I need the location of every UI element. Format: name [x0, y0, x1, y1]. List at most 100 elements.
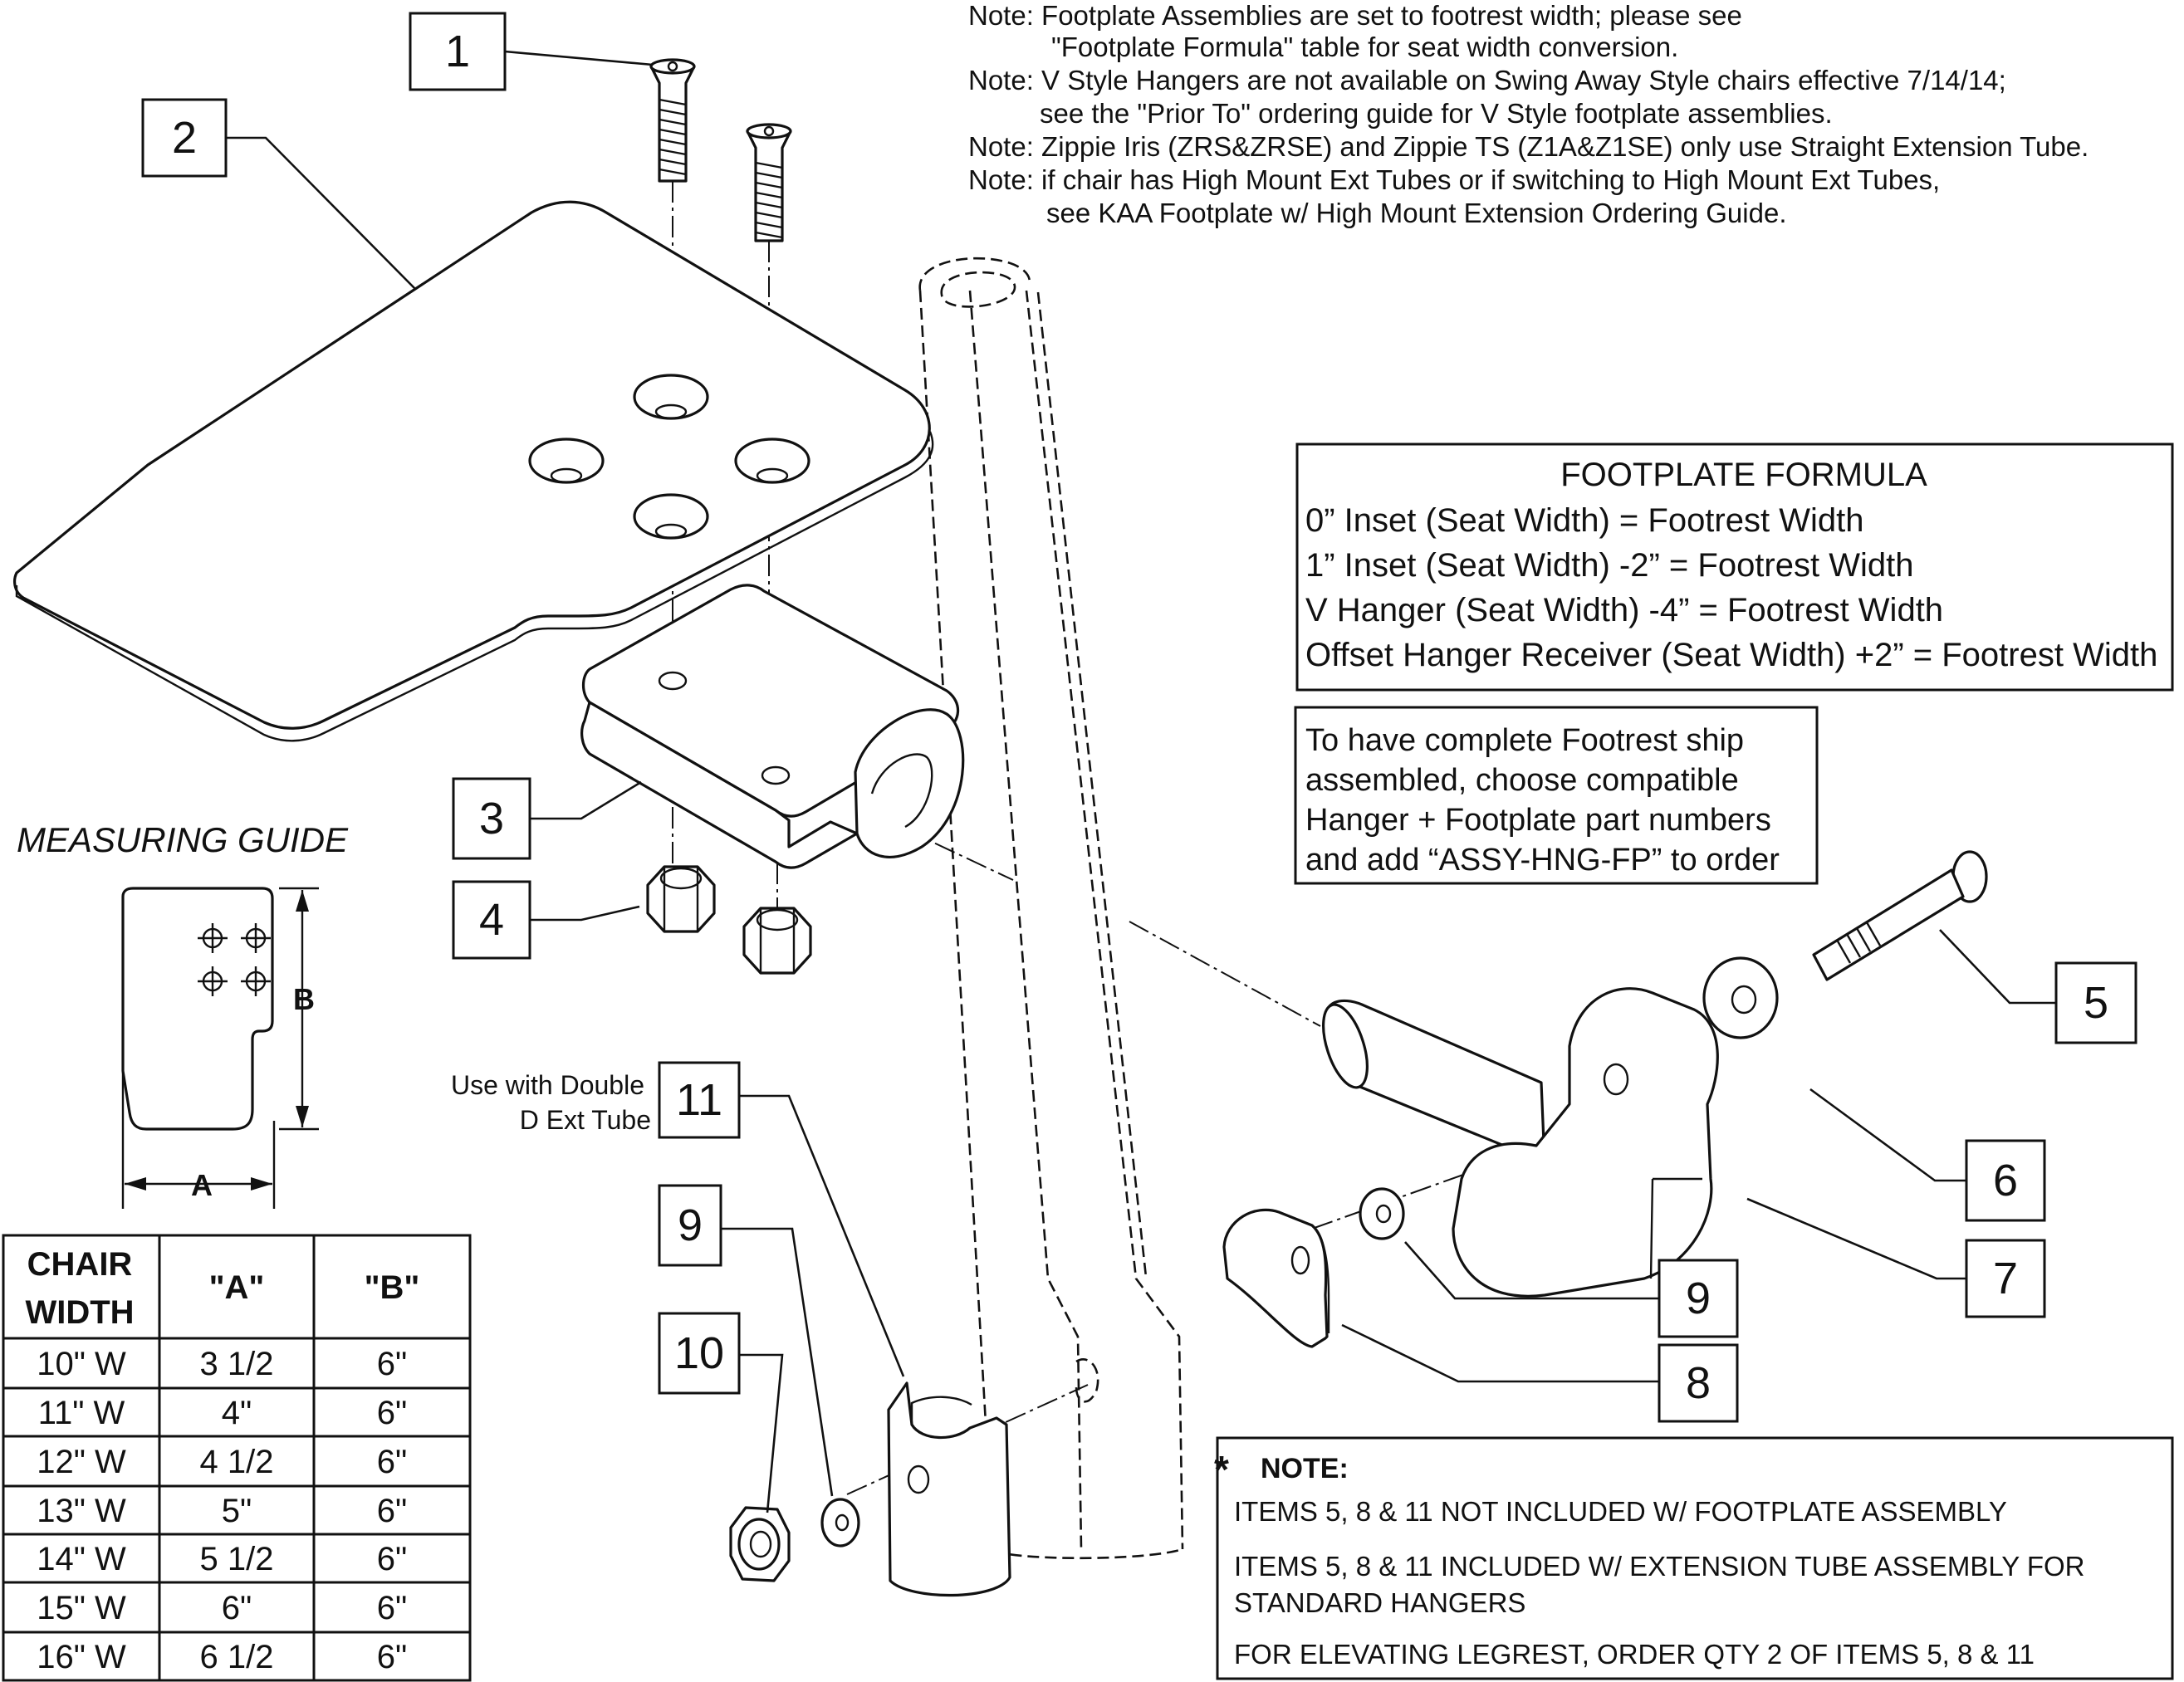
callout-9-left: 9	[658, 1184, 722, 1267]
svg-text:10: 10	[674, 1328, 724, 1378]
nut-2-part	[742, 907, 812, 975]
chair-width-table-text: CHAIR WIDTH "A" "B" 10" W 3 1/2 6" 11" W…	[25, 1246, 419, 1675]
table-cell: 11" W	[38, 1395, 125, 1431]
hole-pattern-icon	[198, 923, 271, 996]
callout-9-right: 9	[1658, 1259, 1739, 1338]
dim-a-label: A	[191, 1168, 213, 1202]
chair-width-table	[2, 1234, 472, 1682]
table-cell: 5"	[222, 1493, 252, 1529]
assembly-note-line-1: To have complete Footrest ship	[1305, 723, 1744, 758]
footplate-formula-box: FOOTPLATE FORMULA 0” Inset (Seat Width) …	[1295, 443, 2174, 692]
table-cell: 4"	[222, 1395, 252, 1431]
washer-small-1-part	[1359, 1187, 1405, 1240]
callout-4: 4	[452, 880, 531, 960]
table-cell: 16" W	[37, 1639, 126, 1675]
table-cell: 12" W	[37, 1444, 126, 1480]
note-item-line-3: STANDARD HANGERS	[1234, 1587, 1525, 1618]
top-notes: Note: Footplate Assemblies are set to fo…	[968, 0, 2089, 228]
note-line-4: see the "Prior To" ordering guide for V …	[1040, 98, 1833, 129]
assembly-note-line-3: Hanger + Footplate part numbers	[1305, 803, 1771, 838]
dim-b-label: B	[293, 982, 315, 1016]
callout-1: 1	[409, 12, 507, 91]
included-items-note-box: * NOTE: ITEMS 5, 8 & 11 NOT INCLUDED W/ …	[1214, 1436, 2174, 1680]
note-line-2: "Footplate Formula" table for seat width…	[1051, 32, 1678, 62]
formula-title: FOOTPLATE FORMULA	[1560, 457, 1927, 493]
svg-text:2: 2	[172, 113, 197, 163]
table-cell: 6"	[377, 1639, 407, 1675]
assembly-note-box: To have complete Footrest ship assembled…	[1294, 706, 1819, 885]
note-line-5: Note: Zippie Iris (ZRS&ZRSE) and Zippie …	[968, 131, 2089, 162]
formula-line-1: 0” Inset (Seat Width) = Footrest Width	[1305, 502, 1863, 539]
table-header-a: "A"	[209, 1269, 265, 1306]
measuring-guide: MEASURING GUIDE B A	[17, 820, 349, 1209]
table-cell: 5 1/2	[200, 1541, 274, 1577]
clamp-part	[580, 584, 965, 869]
svg-text:8: 8	[1686, 1358, 1711, 1408]
note-item-line-2: ITEMS 5, 8 & 11 INCLUDED W/ EXTENSION TU…	[1234, 1551, 2084, 1582]
svg-text:7: 7	[1993, 1254, 2018, 1303]
leader-lines	[226, 50, 2056, 1513]
table-cell: 6"	[377, 1541, 407, 1577]
table-header-chair: CHAIR	[27, 1246, 133, 1283]
footplate-part	[13, 200, 934, 742]
measuring-guide-title: MEASURING GUIDE	[17, 820, 349, 859]
callout-2: 2	[141, 98, 228, 178]
nut-1-part	[646, 865, 716, 933]
svg-text:1: 1	[445, 27, 470, 76]
table-cell: 6"	[377, 1444, 407, 1480]
callout-10: 10	[658, 1312, 741, 1395]
table-cell: 14" W	[37, 1541, 126, 1577]
table-cell: 6"	[377, 1493, 407, 1529]
note-line-7: see KAA Footplate w/ High Mount Extensio…	[1046, 198, 1786, 228]
assembly-note-line-4: and add “ASSY-HNG-FP” to order	[1305, 843, 1780, 878]
bolt-part	[1812, 850, 1988, 981]
double-d-label-line-2: D Ext Tube	[520, 1105, 651, 1135]
callout-3: 3	[452, 777, 531, 860]
callout-5: 5	[2054, 961, 2137, 1044]
double-d-clip-part	[887, 1381, 1011, 1597]
table-cell: 4 1/2	[200, 1444, 274, 1480]
note-line-1: Note: Footplate Assemblies are set to fo…	[968, 0, 1742, 31]
formula-line-3: V Hanger (Seat Width) -4” = Footrest Wid…	[1305, 592, 1943, 628]
callout-8: 8	[1658, 1343, 1739, 1423]
svg-text:6: 6	[1993, 1156, 2018, 1205]
table-cell: 6 1/2	[200, 1639, 274, 1675]
extension-tube	[918, 257, 1184, 1560]
table-cell: 3 1/2	[200, 1346, 274, 1382]
table-cell: 6"	[377, 1590, 407, 1626]
table-cell: 6"	[222, 1590, 252, 1626]
table-cell: 6"	[377, 1395, 407, 1431]
screw-2-part	[746, 123, 792, 242]
svg-text:9: 9	[1686, 1274, 1711, 1323]
table-cell: 10" W	[37, 1346, 126, 1382]
note-item-line-4: FOR ELEVATING LEGREST, ORDER QTY 2 OF IT…	[1234, 1639, 2035, 1670]
svg-text:11: 11	[676, 1075, 722, 1125]
lock-nut-part	[729, 1506, 791, 1582]
callout-7: 7	[1965, 1239, 2046, 1318]
assembly-note-line-2: assembled, choose compatible	[1305, 763, 1739, 798]
washer-large-part	[1702, 956, 1779, 1039]
note-line-3: Note: V Style Hangers are not available …	[968, 65, 2006, 95]
hanger-part	[1222, 1208, 1330, 1348]
table-cell: 15" W	[37, 1590, 126, 1626]
double-d-label-line-1: Use with Double	[451, 1070, 644, 1100]
svg-text:9: 9	[678, 1200, 703, 1250]
svg-text:5: 5	[2084, 978, 2108, 1028]
hanger-receiver-part	[1322, 987, 1719, 1298]
callout-11: 11	[658, 1061, 741, 1139]
table-header-b: "B"	[365, 1269, 420, 1306]
screw-1-part	[649, 58, 696, 183]
note-line-6: Note: if chair has High Mount Ext Tubes …	[968, 164, 1940, 195]
note-item-line-1: ITEMS 5, 8 & 11 NOT INCLUDED W/ FOOTPLAT…	[1234, 1496, 2007, 1527]
formula-line-2: 1” Inset (Seat Width) -2” = Footrest Wid…	[1305, 547, 1913, 584]
svg-text:3: 3	[479, 794, 504, 843]
callout-6: 6	[1965, 1139, 2046, 1222]
note-title: NOTE:	[1261, 1453, 1349, 1484]
formula-line-4: Offset Hanger Receiver (Seat Width) +2” …	[1305, 637, 2157, 673]
svg-text:4: 4	[479, 895, 504, 945]
note-asterisk: *	[1214, 1448, 1229, 1491]
table-cell: 13" W	[37, 1493, 126, 1529]
table-cell: 6"	[377, 1346, 407, 1382]
washer-small-2-part	[820, 1498, 860, 1548]
